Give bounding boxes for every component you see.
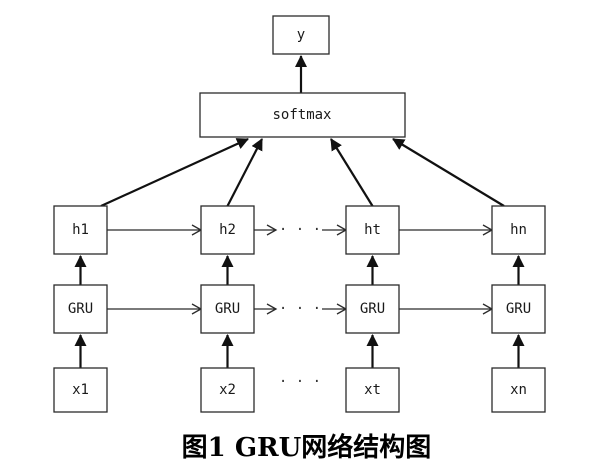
input-label-n: xn <box>510 382 527 398</box>
hidden-label-n: hn <box>510 222 527 238</box>
figure-caption: 图1 GRU网络结构图 <box>181 433 432 463</box>
input-node-n: xn <box>491 367 546 413</box>
input-node-t: xt <box>345 367 400 413</box>
input-label-2: x2 <box>219 382 236 398</box>
edges: · · · · · · · · · <box>74 55 525 390</box>
edge-hidden-to-softmax-n <box>392 138 505 207</box>
hidden-node-1: h1 <box>53 205 108 255</box>
edge-hidden-to-softmax-t <box>330 138 374 207</box>
hidden-node-n: hn <box>491 205 546 255</box>
cell-node-t: GRU <box>345 284 400 334</box>
input-label-t: xt <box>364 382 381 398</box>
hidden-node-t: ht <box>345 205 400 255</box>
output-label: y <box>297 27 305 43</box>
edge-hidden-to-softmax-2 <box>226 138 263 207</box>
cell-label-2: GRU <box>215 301 240 317</box>
hidden-node-2: h2 <box>200 205 255 255</box>
softmax-node: softmax <box>199 92 406 138</box>
cell-node-1: GRU <box>53 284 108 334</box>
cell-label-n: GRU <box>506 301 531 317</box>
cell-node-2: GRU <box>200 284 255 334</box>
input-node-2: x2 <box>200 367 255 413</box>
edge-hidden-to-softmax-1 <box>100 137 249 208</box>
output-node-y: y <box>272 15 330 55</box>
input-node-1: x1 <box>53 367 108 413</box>
ellipsis-hidden-row: · · · <box>279 222 321 238</box>
cell-label-1: GRU <box>68 301 93 317</box>
hidden-label-t: ht <box>364 222 381 238</box>
softmax-label: softmax <box>272 107 331 123</box>
hidden-label-2: h2 <box>219 222 236 238</box>
cell-node-n: GRU <box>491 284 546 334</box>
cell-label-t: GRU <box>360 301 385 317</box>
hidden-label-1: h1 <box>72 222 89 238</box>
input-label-1: x1 <box>72 382 89 398</box>
ellipsis-cell-row: · · · <box>279 301 321 317</box>
ellipsis-input-row: · · · <box>279 374 321 390</box>
